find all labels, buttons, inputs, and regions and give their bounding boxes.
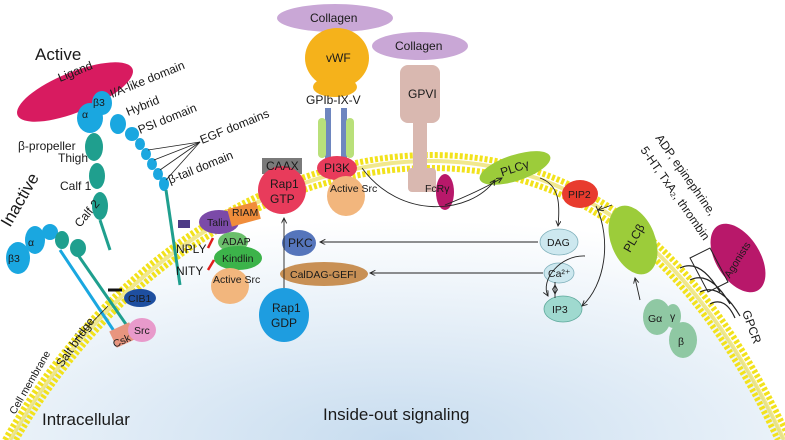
- inactive-integrin: [6, 224, 156, 348]
- nity-label: NITY: [176, 264, 203, 278]
- g-gamma-shape: [665, 304, 681, 328]
- cell-interior: [10, 165, 785, 440]
- rap1-gtp-shape: [258, 166, 306, 214]
- gpib-complex: [277, 4, 393, 216]
- domain-callouts: [147, 141, 201, 181]
- gpvi-complex: [372, 32, 468, 210]
- collagen-label-1: Collagen: [310, 11, 357, 25]
- ip3-shape: [543, 295, 583, 323]
- active-src-label-2: Active Src: [213, 274, 260, 286]
- plcg-shape: [479, 151, 551, 185]
- pkc-shape: [282, 230, 316, 256]
- ca-shape: [543, 262, 575, 284]
- adap-label: ADAP: [222, 236, 251, 248]
- caldag-label: CalDAG-GEFI: [290, 269, 357, 281]
- second-messengers: [479, 151, 658, 323]
- caax-label: CAAX: [266, 159, 299, 173]
- active-src-shape-2: [211, 268, 249, 304]
- talin-label: Talin: [207, 217, 229, 229]
- beta-tail-label: β-tail domain: [166, 148, 235, 187]
- collagen-label-2: Collagen: [395, 39, 442, 53]
- pip2-shape: [562, 180, 598, 208]
- riam-shape: [227, 201, 261, 227]
- egf-domains-label: EGF domains: [198, 106, 271, 146]
- rap1-gdp-shape: [259, 288, 309, 342]
- g-alpha-label: Gα: [648, 313, 662, 325]
- rap1-gtp-label-1: Rap1: [270, 177, 299, 191]
- ligand-shape: [17, 62, 133, 122]
- active-src-shape: [327, 176, 365, 216]
- talin-shape: [199, 210, 239, 234]
- rap1-gtp-label-2: GTP: [270, 192, 295, 206]
- gpcr-complex: [643, 223, 766, 358]
- inactive-alpha-label: α: [28, 237, 34, 249]
- fcr-shape: [436, 174, 454, 210]
- dag-label: DAG: [547, 237, 570, 249]
- ca-label: Ca²⁺: [548, 268, 570, 280]
- beta3-label: β3: [93, 97, 105, 109]
- rap1-gdp-label-1: Rap1: [272, 301, 301, 315]
- fcr-label: FcRγ: [425, 183, 450, 195]
- vwf-label: vWF: [326, 51, 351, 65]
- intracellular-label: Intracellular: [42, 410, 130, 429]
- inactive-label: Inactive: [0, 170, 43, 230]
- g-alpha-shape: [643, 299, 671, 335]
- gpcr-label: GPCR: [739, 308, 764, 346]
- gpvi-label: GPVI: [408, 87, 437, 101]
- active-integrin: [17, 62, 182, 286]
- active-src-label-1: Active Src: [330, 183, 377, 195]
- cib1-label: CIB1: [128, 293, 152, 305]
- dag-shape: [539, 228, 579, 256]
- beta-propeller-label: β-propeller: [18, 139, 76, 153]
- active-label: Active: [35, 45, 81, 64]
- g-beta-label: β: [678, 336, 684, 348]
- caldag-shape: [280, 262, 368, 286]
- ip3-label: IP3: [552, 304, 568, 316]
- inside-out-label: Inside-out signaling: [323, 405, 469, 424]
- rap1-gdp-label-2: GDP: [271, 316, 297, 330]
- cib1-shape: [124, 289, 156, 307]
- src-label: Src: [134, 325, 150, 337]
- thigh-label: Thigh: [58, 151, 88, 165]
- signal-arrows: [284, 167, 641, 306]
- kindlin-shape: [214, 246, 262, 270]
- inactive-beta3-label: β3: [8, 253, 20, 265]
- pkc-label: PKC: [288, 236, 313, 250]
- pip2-label: PIP2: [568, 189, 591, 201]
- kindlin-label: Kindlin: [222, 253, 254, 265]
- alpha-label: α: [82, 109, 88, 121]
- g-gamma-label: γ: [670, 311, 676, 323]
- src-shape: [128, 318, 156, 342]
- calf1-label: Calf 1: [60, 179, 92, 193]
- riam-label: RIAM: [232, 207, 258, 219]
- gpib-label: GPIb-IX-V: [306, 93, 361, 107]
- plcb-shape: [608, 205, 658, 275]
- nply-label: NPLY: [176, 242, 206, 256]
- pi3k-shape: [317, 156, 357, 180]
- talin-kindlin-cluster: [178, 158, 368, 342]
- pi3k-label: PI3K: [324, 161, 350, 175]
- g-beta-shape: [669, 322, 697, 358]
